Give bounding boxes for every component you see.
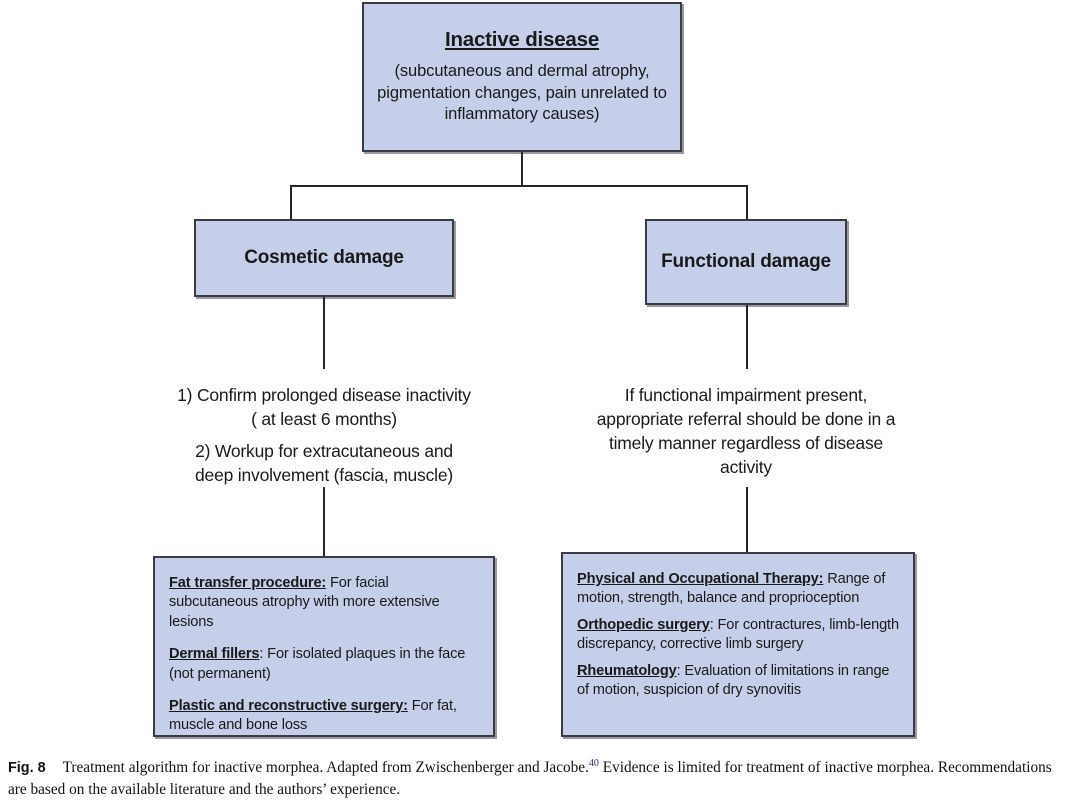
figure-caption-text-after: Evidence is limited for treatment of ina… xyxy=(8,759,1052,798)
connector-steps-to-functional-details xyxy=(746,487,748,552)
connector-root-down xyxy=(521,152,523,186)
cosmetic-treatment-1-term: Fat transfer procedure: xyxy=(169,575,327,591)
cosmetic-treatment-1: Fat transfer procedure: For facial subcu… xyxy=(169,574,479,632)
node-functional-referrals: Physical and Occupational Therapy: Range… xyxy=(561,552,915,737)
cosmetic-treatment-3-text: For fat, muscle and bone loss xyxy=(169,698,457,734)
figure-canvas: Inactive disease (subcutaneous and derma… xyxy=(153,2,915,737)
functional-steps: If functional impairment present, approp… xyxy=(590,383,902,480)
functional-referral-1: Physical and Occupational Therapy: Range… xyxy=(577,570,899,609)
cosmetic-step-2: 2) Workup for extracutaneous and deep in… xyxy=(195,441,453,486)
cosmetic-treatment-3-term: Plastic and reconstructive surgery: xyxy=(169,698,408,715)
functional-referral-3-text: : Evaluation of limitations in range of … xyxy=(577,662,890,699)
connector-functional-to-steps xyxy=(746,305,748,369)
figure-caption-text-before: Treatment algorithm for inactive morphea… xyxy=(62,759,589,776)
node-inactive-disease: Inactive disease (subcutaneous and derma… xyxy=(362,2,682,152)
node-cosmetic-damage-label: Cosmetic damage xyxy=(244,247,404,268)
node-cosmetic-treatments: Fat transfer procedure: For facial subcu… xyxy=(153,556,495,737)
connector-branch-horizontal xyxy=(290,185,748,187)
functional-referral-1-term: Physical and Occupational Therapy: xyxy=(577,571,824,587)
functional-referral-2-term: Orthopedic surgery xyxy=(577,616,710,633)
functional-referral-1-text: Range of motion, strength, balance and p… xyxy=(577,571,886,607)
node-inactive-disease-subtitle: (subcutaneous and dermal atrophy, pigmen… xyxy=(377,61,667,124)
node-inactive-disease-title: Inactive disease xyxy=(444,27,600,51)
figure-caption-label: Fig. 8 xyxy=(8,760,46,776)
functional-step-1: If functional impairment present, approp… xyxy=(596,385,896,478)
connector-to-functional xyxy=(746,185,748,220)
cosmetic-steps: 1) Confirm prolonged disease inactivity … xyxy=(177,383,471,488)
cosmetic-treatment-1-text: For facial subcutaneous atrophy with mor… xyxy=(169,575,440,630)
node-functional-damage: Functional damage xyxy=(645,219,847,305)
cosmetic-treatment-2: Dermal fillers: For isolated plaques in … xyxy=(169,645,479,684)
functional-referral-3-term: Rheumatology xyxy=(577,662,677,679)
cosmetic-treatment-3: Plastic and reconstructive surgery: For … xyxy=(169,697,479,736)
connector-to-cosmetic xyxy=(290,185,292,220)
figure-caption-citation: 40 xyxy=(588,757,599,769)
cosmetic-step-1: 1) Confirm prolonged disease inactivity … xyxy=(177,385,471,430)
connector-steps-to-cosmetic-details xyxy=(323,487,325,556)
node-cosmetic-damage: Cosmetic damage xyxy=(194,219,454,297)
functional-referral-3: Rheumatology: Evaluation of limitations … xyxy=(577,662,899,701)
figure-caption: Fig. 8 Treatment algorithm for inactive m… xyxy=(8,757,1074,800)
functional-referral-2: Orthopedic surgery: For contractures, li… xyxy=(577,616,899,655)
functional-referral-2-text: : For contractures, limb-length discrepa… xyxy=(577,616,899,653)
connector-cosmetic-to-steps xyxy=(323,297,325,369)
cosmetic-treatment-2-term: Dermal fillers xyxy=(169,646,260,663)
node-functional-damage-label: Functional damage xyxy=(661,251,831,272)
cosmetic-treatment-2-text: : For isolated plaques in the face (not … xyxy=(169,646,466,682)
